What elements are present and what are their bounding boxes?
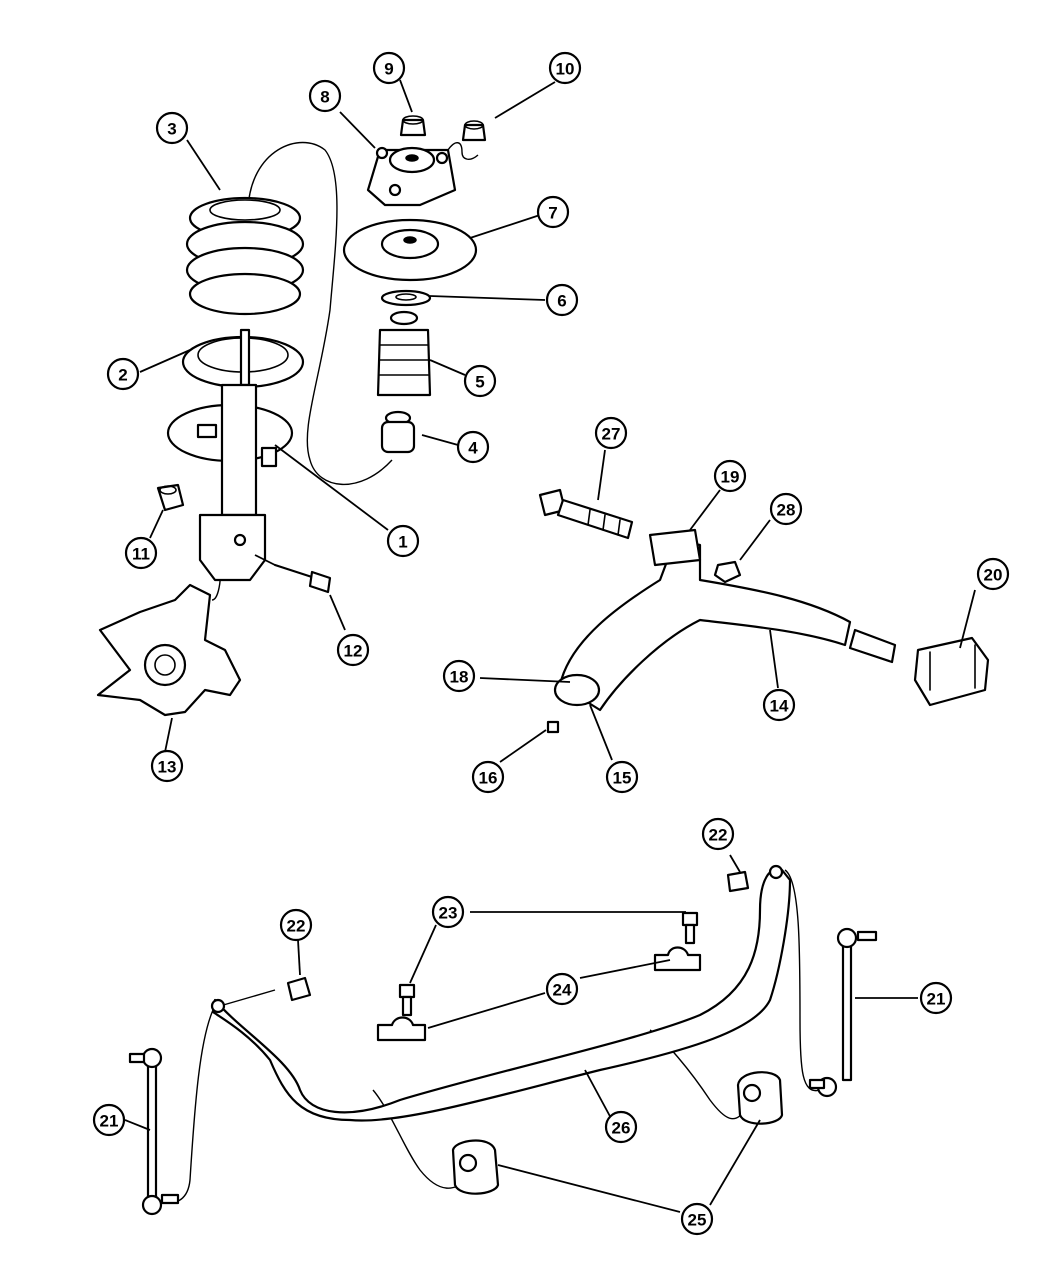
- callout-19: 19: [713, 459, 747, 493]
- knuckle-nut: [156, 483, 185, 512]
- svg-text:9: 9: [384, 60, 393, 79]
- stabilizer-link-left: [128, 1047, 180, 1216]
- strut-nut: [399, 115, 427, 137]
- washer: [380, 289, 432, 307]
- link-nut-left: [286, 976, 312, 1002]
- knuckle-bolt: [254, 554, 332, 594]
- bushing-clamp-right: [653, 946, 702, 972]
- svg-text:5: 5: [475, 373, 484, 392]
- upper-mount-plate: [342, 218, 478, 282]
- svg-text:13: 13: [158, 758, 177, 777]
- callout-15: 15: [605, 760, 639, 794]
- strut-mount: [366, 146, 457, 207]
- callout-3: 3: [155, 111, 189, 145]
- coil-spring: [185, 196, 305, 316]
- stabilizer-bushing-left: [451, 1139, 500, 1195]
- callout-25: 25: [680, 1202, 714, 1236]
- stabilizer-link-right: [808, 927, 878, 1098]
- svg-text:20: 20: [984, 566, 1003, 585]
- callout-24: 24: [545, 972, 579, 1006]
- callout-16: 16: [471, 760, 505, 794]
- callout-26: 26: [604, 1110, 638, 1144]
- callout-22-left: 22: [279, 908, 313, 942]
- jounce-bumper: [380, 410, 416, 454]
- callout-21-right: 21: [919, 981, 953, 1015]
- callout-1: 1: [386, 524, 420, 558]
- svg-text:15: 15: [613, 769, 632, 788]
- callout-14: 14: [762, 688, 796, 722]
- svg-text:12: 12: [344, 642, 363, 661]
- callout-11: 11: [124, 536, 158, 570]
- svg-text:6: 6: [557, 292, 566, 311]
- bushing-bolt-right: [681, 911, 699, 945]
- callout-13: 13: [150, 749, 184, 783]
- mount-nut: [461, 120, 487, 142]
- callout-20: 20: [976, 557, 1010, 591]
- link-nut-right: [726, 870, 750, 893]
- callout-2: 2: [106, 357, 140, 391]
- svg-text:24: 24: [553, 981, 572, 1000]
- dust-boot: [376, 310, 432, 397]
- strut-assembly: [166, 328, 294, 582]
- callout-6: 6: [545, 283, 579, 317]
- svg-text:7: 7: [548, 204, 557, 223]
- svg-text:22: 22: [709, 826, 728, 845]
- lower-control-arm: [553, 528, 897, 712]
- callout-28: 28: [769, 492, 803, 526]
- callout-10: 10: [548, 51, 582, 85]
- rear-bushing: [913, 636, 990, 707]
- callout-18: 18: [442, 659, 476, 693]
- svg-text:2: 2: [118, 366, 127, 385]
- svg-text:23: 23: [439, 904, 458, 923]
- svg-text:21: 21: [100, 1112, 119, 1131]
- svg-text:4: 4: [468, 439, 478, 458]
- svg-text:25: 25: [688, 1211, 707, 1230]
- svg-text:16: 16: [479, 769, 498, 788]
- bushing-bolt-left: [398, 983, 416, 1017]
- callout-23: 23: [431, 895, 465, 929]
- svg-text:14: 14: [770, 697, 789, 716]
- svg-text:22: 22: [287, 917, 306, 936]
- svg-text:18: 18: [450, 668, 469, 687]
- svg-text:8: 8: [320, 88, 329, 107]
- svg-text:19: 19: [721, 468, 740, 487]
- callout-7: 7: [536, 195, 570, 229]
- callout-12: 12: [336, 633, 370, 667]
- bushing-clamp-left: [376, 1016, 427, 1042]
- svg-text:27: 27: [602, 425, 621, 444]
- callout-9: 9: [372, 51, 406, 85]
- arm-nut: [713, 560, 742, 584]
- callout-4: 4: [456, 430, 490, 464]
- svg-text:1: 1: [398, 533, 407, 552]
- lower-arm-bolt: [538, 488, 634, 540]
- leader-lines: [124, 79, 976, 1213]
- svg-text:28: 28: [777, 501, 796, 520]
- callout-27: 27: [594, 416, 628, 450]
- stabilizer-bushing-right: [736, 1071, 784, 1125]
- svg-text:26: 26: [612, 1119, 631, 1138]
- steering-knuckle: [96, 583, 242, 717]
- callout-21-left: 21: [92, 1103, 126, 1137]
- grease-fitting: [546, 720, 560, 734]
- svg-text:3: 3: [167, 120, 176, 139]
- callout-8: 8: [308, 79, 342, 113]
- stabilizer-bar: [210, 864, 792, 1122]
- callout-22-right: 22: [701, 817, 735, 851]
- svg-text:21: 21: [927, 990, 946, 1009]
- svg-text:10: 10: [556, 60, 575, 79]
- svg-text:11: 11: [132, 545, 150, 564]
- callout-5: 5: [463, 364, 497, 398]
